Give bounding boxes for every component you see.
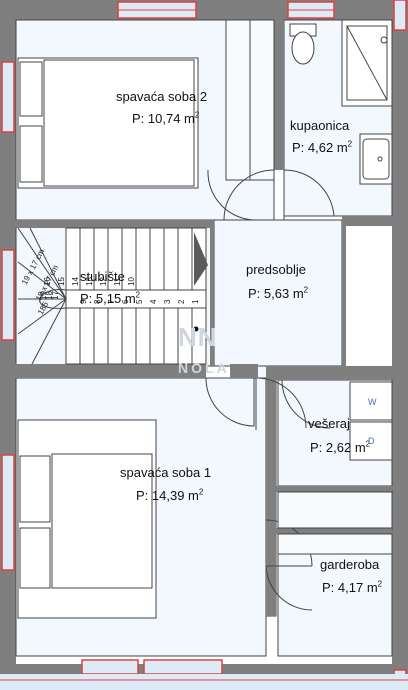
stair-tread-lower (79, 307, 95, 365)
room-name-stubiste: stubište (80, 269, 125, 284)
bathroom-fixtures (289, 19, 393, 185)
room-name-kupaonica: kupaonica (290, 118, 350, 133)
stair-step-number: 8 (93, 299, 102, 304)
stair-tread-upper (163, 227, 179, 291)
stair-step-number: 10 (127, 277, 136, 286)
stair-step-number: 19 (39, 291, 48, 300)
watermark-logo: NN (178, 322, 218, 352)
stair-winder-line (17, 227, 67, 300)
bed-bedroom-1 (17, 419, 157, 619)
stair-direction-arrow (194, 232, 208, 286)
stair-tread-lower (149, 307, 165, 365)
stair-step-number: 16 (43, 277, 52, 286)
stair-step-number: 2 (177, 299, 186, 304)
room-area-spavaca-soba-2: P: 10,74 m2 (132, 110, 200, 126)
room-name-spavaca-soba-1: spavaća soba 1 (120, 465, 212, 480)
stair-winder-line (29, 227, 67, 300)
stair-tread-lower (135, 307, 151, 365)
wardrobe-bedroom-1 (277, 491, 393, 555)
wardrobe-bedroom-2 (225, 19, 275, 181)
room-name-garderoba: garderoba (320, 557, 380, 572)
washer-dryer (349, 381, 393, 461)
stair-step-number: 11 (113, 277, 122, 286)
room-name-veseraj: vešeraj (308, 416, 350, 431)
stair-step-number: 14 (71, 277, 80, 286)
stair-tread-lower (107, 307, 123, 365)
room-area-stubiste: P: 5,15 m2 (80, 290, 141, 306)
stair-tread-upper (149, 227, 165, 291)
watermark-text: NOLA (178, 360, 230, 376)
stair-step-number: 5 (135, 299, 144, 304)
stair-tread-lower (121, 307, 137, 365)
washer-label: W (368, 397, 377, 407)
stair-step-number: 18 (45, 291, 54, 300)
room-name-predsoblje: predsoblje (246, 262, 306, 277)
stair-tread-lower (65, 307, 81, 365)
stair-step-number: 4 (149, 299, 158, 304)
stair-tread-lower (163, 307, 179, 365)
room-area-garderoba: P: 4,17 m2 (322, 579, 383, 595)
room-area-spavaca-soba-1: P: 14,39 m2 (136, 487, 204, 503)
stair-tread-upper (177, 227, 193, 291)
stair-step-number: 17 (51, 291, 60, 300)
stair-step-number: 13 (85, 277, 94, 286)
bed-bedroom-2 (17, 57, 199, 189)
stair-step-number: 6 (121, 299, 130, 304)
room-area-kupaonica: P: 4,62 m2 (292, 139, 353, 155)
doors (205, 169, 335, 611)
stair-step-number: 3 (163, 299, 172, 304)
stair-step-number: 7 (107, 299, 116, 304)
room-name-spavaca-soba-2: spavaća soba 2 (116, 89, 208, 104)
stair-step-number: 15 (57, 277, 66, 286)
stair-tread-lower (93, 307, 109, 365)
stair-step-number: 9 (79, 299, 88, 304)
stair-step-number: 12 (99, 277, 108, 286)
stair-walkline (39, 289, 67, 309)
landing-node (193, 326, 199, 332)
stair-winder-line (17, 261, 67, 300)
room-area-veseraj: P: 2,62 m2 (310, 439, 371, 455)
interior-walls (10, 20, 392, 616)
stair-winder-line (17, 298, 67, 335)
stair-winder-line (31, 298, 67, 365)
stair-tread-upper (135, 227, 151, 291)
dryer-label: D (368, 436, 375, 446)
stair-step-number: 1 (191, 299, 200, 304)
room-area-predsoblje: P: 5,63 m2 (248, 285, 309, 301)
